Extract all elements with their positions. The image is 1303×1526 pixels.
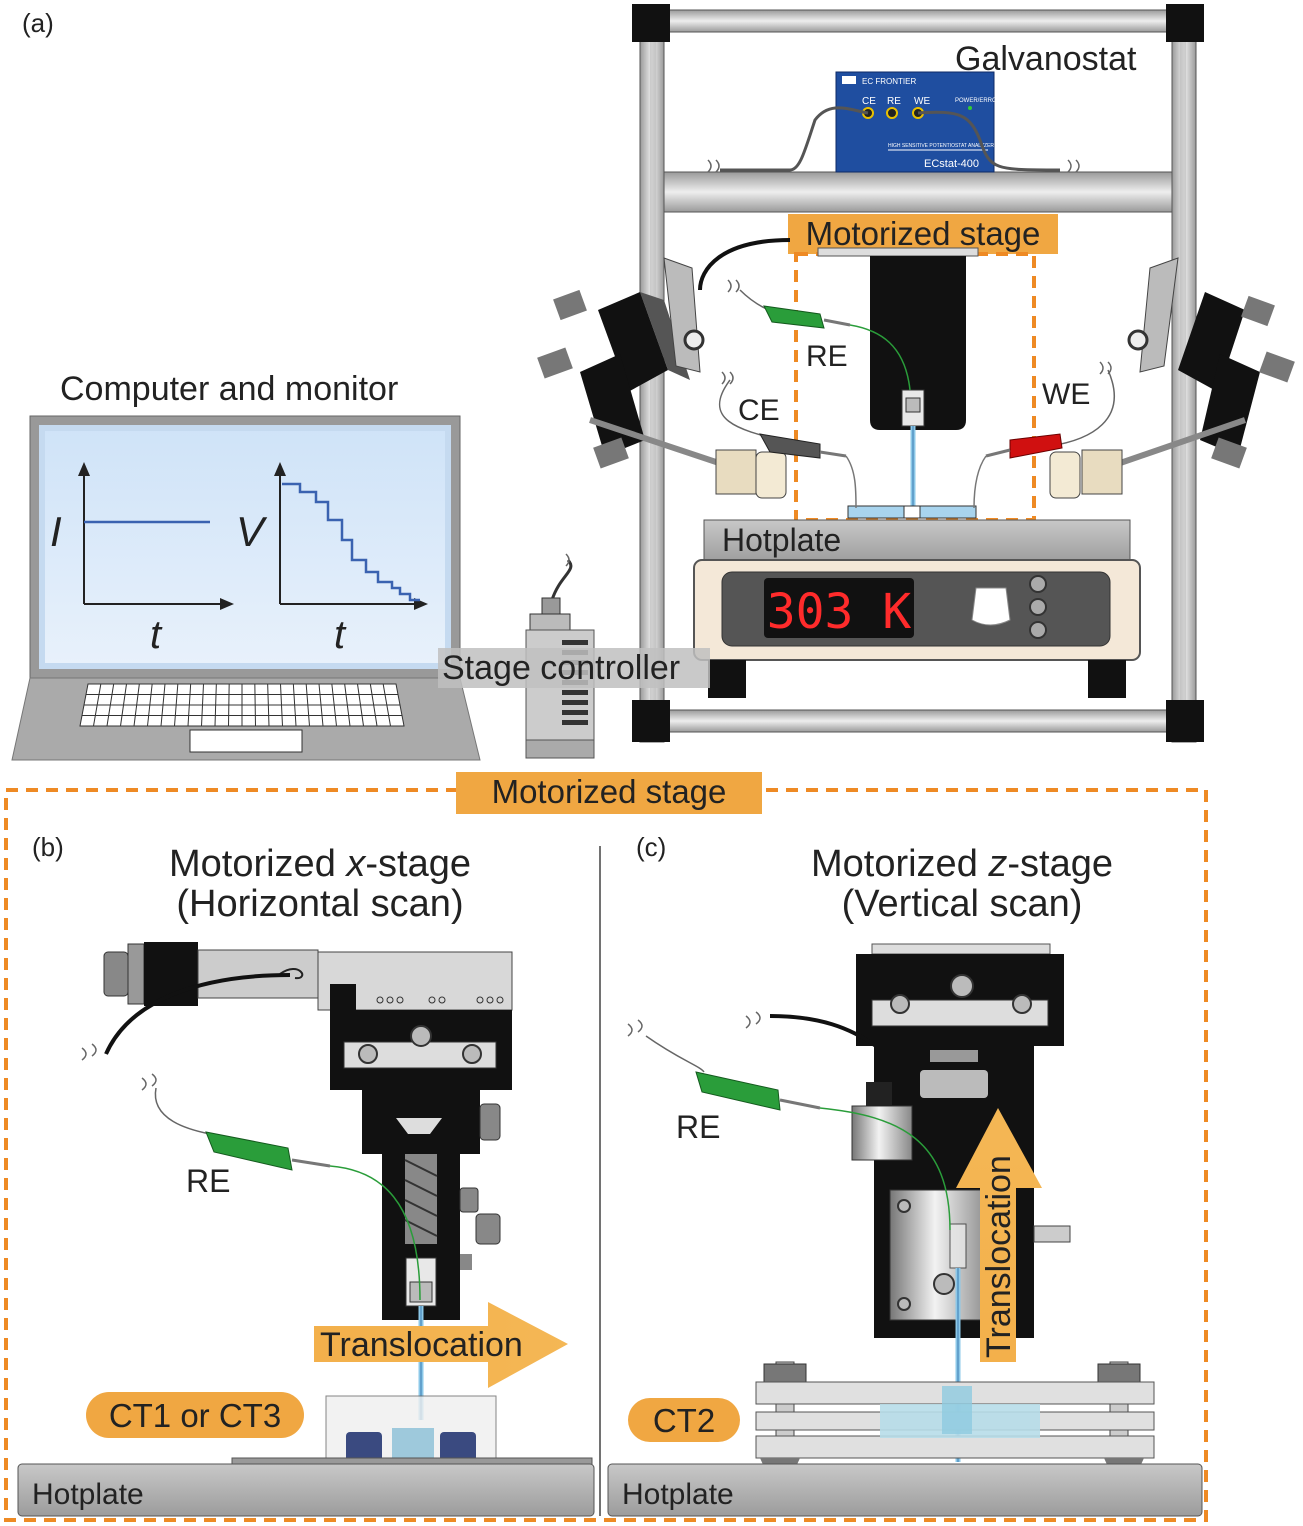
z-stage-assembly [851,943,1071,1462]
re-clip [763,305,911,391]
plot-voltage-xlabel: t [334,613,347,657]
hotplate-label-c: Hotplate [622,1478,734,1511]
translocation-arrow-b [314,1302,568,1388]
panel-b-title-line2: (Horizontal scan) [176,883,463,925]
laptop [11,415,481,761]
port-ce: CE [862,96,876,107]
plot-current-ylabel: I [50,508,62,555]
device-model: ECstat-400 [924,158,979,170]
galvanostat-device: EC FRONTIER CE RE WE POWER/ERROR HIGH SE… [835,71,1002,173]
motorized-stage-label-top: Motorized stage [806,215,1041,252]
port-we: WE [914,96,930,107]
panel-c-title-line1: Motorized z-stage [811,843,1113,885]
device-sub: HIGH SENSITIVE POTENTIOSTAT ANALYZER [888,143,994,149]
hotplate-b [17,1463,595,1517]
device-brand: EC FRONTIER [862,77,916,86]
bottom-banner-label: Motorized stage [492,773,727,810]
plot-voltage [274,462,428,610]
temperature-display: 303 K [767,584,912,640]
cell-ct1-ct3 [325,1395,497,1467]
re-clip-b [205,1131,421,1301]
translocation-label-c: Translocation [980,1155,1018,1358]
hotplate-c [607,1463,1203,1517]
panel-a-tag: (a) [22,8,54,38]
re-clip-c [695,1071,951,1231]
x-stage-assembly [103,942,513,1420]
panel-c-title-line2: (Vertical scan) [842,883,1083,925]
translocation-arrow-c [956,1108,1042,1362]
panel-c-tag: (c) [636,832,666,862]
translocation-label-b: Translocation [320,1326,523,1364]
cell-ct2-label: CT2 [653,1402,715,1439]
panel-b-tag: (b) [32,832,64,862]
re-label-a: RE [806,340,848,373]
stage-body-top [817,247,979,519]
ce-clip [759,433,857,509]
stage-controller-label: Stage controller [442,649,680,687]
cell-ct1-ct3-badge [86,1392,304,1438]
plot-voltage-ylabel: V [236,508,268,555]
plot-current [78,462,234,610]
device-power: POWER/ERROR [955,98,1002,104]
left-manipulator [537,257,787,499]
we-label: WE [1042,378,1090,411]
hotplate-a [693,519,1141,698]
plot-current-xlabel: t [150,613,163,657]
right-manipulator [1049,257,1295,499]
cell-ct2-badge [628,1398,740,1442]
cell-ct1-ct3-label: CT1 or CT3 [109,1397,281,1434]
port-re: RE [887,96,901,107]
hotplate-label-a: Hotplate [722,522,841,558]
keyboard-grid [82,683,402,727]
re-label-b: RE [186,1163,230,1199]
enclosure-frame [632,4,1204,743]
we-clip [973,433,1063,509]
re-label-c: RE [676,1109,720,1145]
hotplate-label-b: Hotplate [32,1478,144,1511]
computer-label: Computer and monitor [60,370,398,408]
panel-b-title-line1: Motorized x-stage [169,843,471,885]
bottom-banner-bg [456,772,762,814]
ce-label: CE [738,394,780,427]
